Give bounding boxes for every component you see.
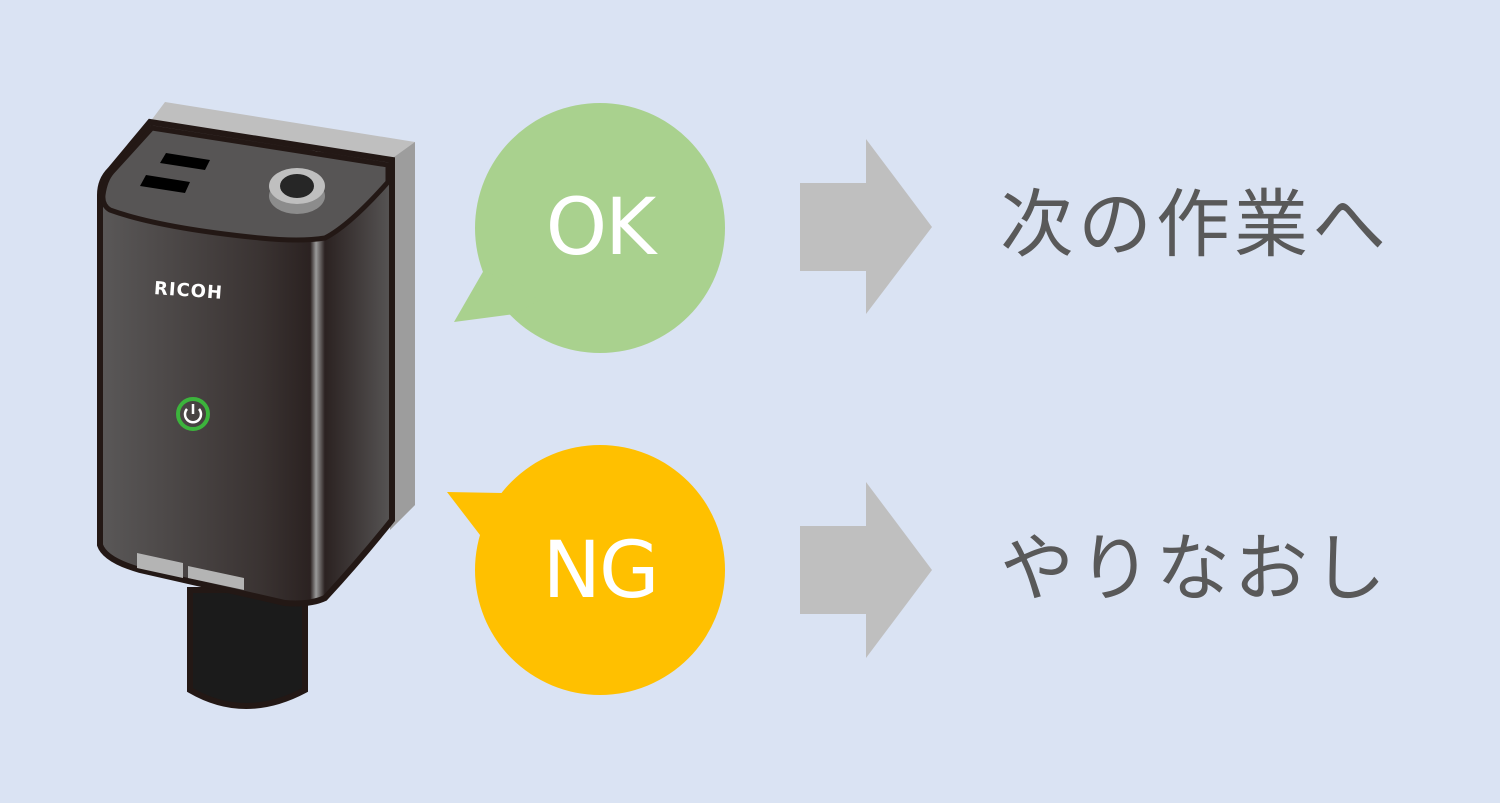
label-strip [188, 566, 244, 590]
ok-result-text: 次の作業へ [1000, 182, 1390, 268]
ng-speech-bubble [447, 445, 725, 695]
ng-label: NG [542, 526, 660, 616]
vent-slot [140, 175, 190, 193]
sensor-camera-device [97, 102, 415, 709]
lens-barrel [187, 587, 308, 709]
right-arrow-icon [800, 139, 932, 314]
mount-plate [150, 102, 415, 530]
ok-speech-bubble [454, 103, 725, 353]
power-icon [176, 397, 210, 431]
ng-result-text: やりなおし [1000, 526, 1390, 612]
camera-body [97, 118, 395, 607]
connector-port [280, 174, 314, 198]
ok-label: OK [545, 183, 657, 273]
label-strip [137, 553, 183, 578]
right-arrow-icon [800, 482, 932, 658]
vent-slot [160, 153, 210, 170]
